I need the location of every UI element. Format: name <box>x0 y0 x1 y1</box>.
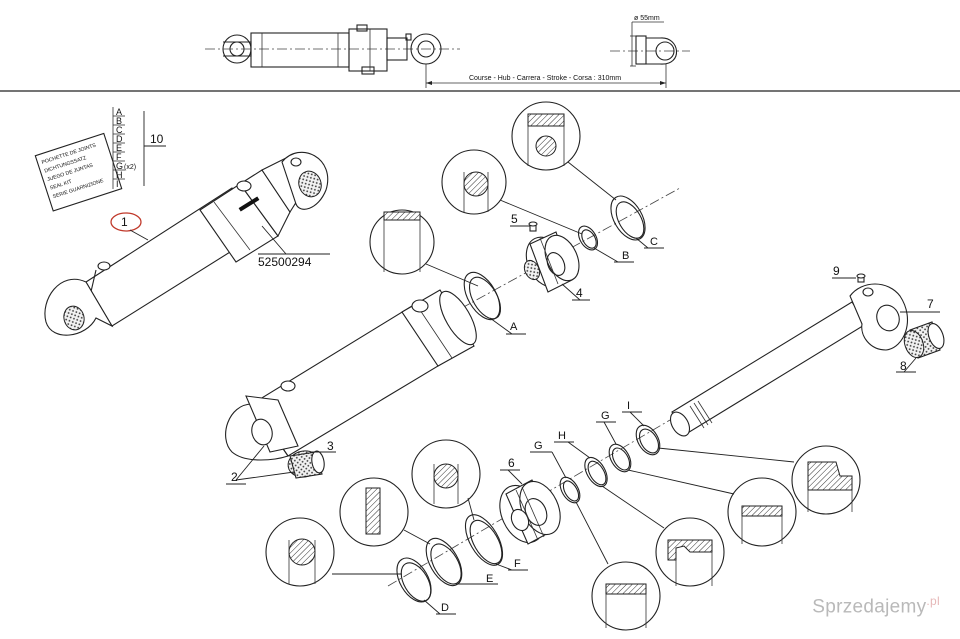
svg-text:E: E <box>116 143 122 153</box>
callout-I: I <box>627 400 630 412</box>
seal-ring-I <box>635 424 661 456</box>
part-number: 52500294 <box>258 255 312 269</box>
callout-10: 10 <box>150 132 164 146</box>
grease-nipple-9 <box>856 273 866 283</box>
callout-C: C <box>650 236 658 248</box>
svg-text:A: A <box>116 107 122 117</box>
seal-kit-card: POCHETTE DE JOINTS DICHTUNGSSATZ JUEGO D… <box>34 107 166 212</box>
svg-text:B: B <box>116 116 122 126</box>
callout-1-highlight <box>110 212 142 232</box>
seal-ring-C <box>610 195 646 241</box>
barrel-body <box>225 187 681 461</box>
svg-text:G: G <box>116 161 123 171</box>
assembled-cylinder: 1 52500294 <box>44 151 330 336</box>
callout-9: 9 <box>833 264 840 278</box>
callout-5: 5 <box>511 212 518 226</box>
detail-E <box>339 477 431 547</box>
svg-text:D: D <box>116 134 123 144</box>
detail-G-2 <box>627 469 797 547</box>
detail-F <box>411 439 481 521</box>
detail-D <box>265 517 402 587</box>
seal-ring-B <box>577 225 599 251</box>
seal-ring-G-2 <box>608 443 632 473</box>
seal-ring-D <box>396 557 432 603</box>
callout-4: 4 <box>576 286 583 300</box>
detail-G-1 <box>575 501 661 631</box>
piston-rod <box>669 283 909 437</box>
piston-4 <box>523 231 580 293</box>
bushing-3 <box>287 450 325 479</box>
seal-ring-A <box>463 271 502 321</box>
callout-8: 8 <box>900 359 907 373</box>
svg-text:H: H <box>116 170 123 180</box>
callout-3: 3 <box>327 439 334 453</box>
seal-ring-F <box>464 514 504 566</box>
callout-A: A <box>510 321 518 333</box>
callout-6: 6 <box>508 456 515 470</box>
seal-ring-G-1 <box>559 476 581 504</box>
detail-A <box>369 209 479 287</box>
svg-text:(x2): (x2) <box>124 164 136 171</box>
detail-C <box>511 101 617 201</box>
detail-B <box>441 149 583 235</box>
callout-H-1: H <box>558 430 566 442</box>
callout-G-1: G <box>534 440 543 452</box>
callout-D: D <box>441 602 449 614</box>
set-screw-5 <box>528 221 538 232</box>
seal-ring-H-1 <box>584 456 608 488</box>
piston-6 <box>499 479 561 545</box>
callout-7: 7 <box>927 297 934 311</box>
svg-text:C: C <box>116 125 123 135</box>
seal-ring-E <box>425 537 463 587</box>
watermark: Sprzedajemy.pl <box>812 593 940 617</box>
top-cylinder-drawing: Course - Hub - Carrera - Stroke - Corsa … <box>205 15 690 88</box>
callout-B: B <box>622 250 629 262</box>
detail-H <box>601 485 725 587</box>
svg-text:I: I <box>116 179 119 189</box>
bore-diameter-label: ø 55mm <box>634 15 660 22</box>
callout-2: 2 <box>231 470 238 484</box>
detail-I <box>657 445 861 515</box>
callout-F: F <box>514 558 521 570</box>
callout-E: E <box>486 573 493 585</box>
bushing-8 <box>903 321 945 359</box>
kit-letter-list: A B C D E F G (x2) H I <box>112 107 136 189</box>
svg-text:F: F <box>116 152 122 162</box>
callout-G-2: G <box>601 410 610 422</box>
callout-1: 1 <box>121 215 128 229</box>
stroke-dimension-label: Course - Hub - Carrera - Stroke - Corsa … <box>469 75 621 82</box>
